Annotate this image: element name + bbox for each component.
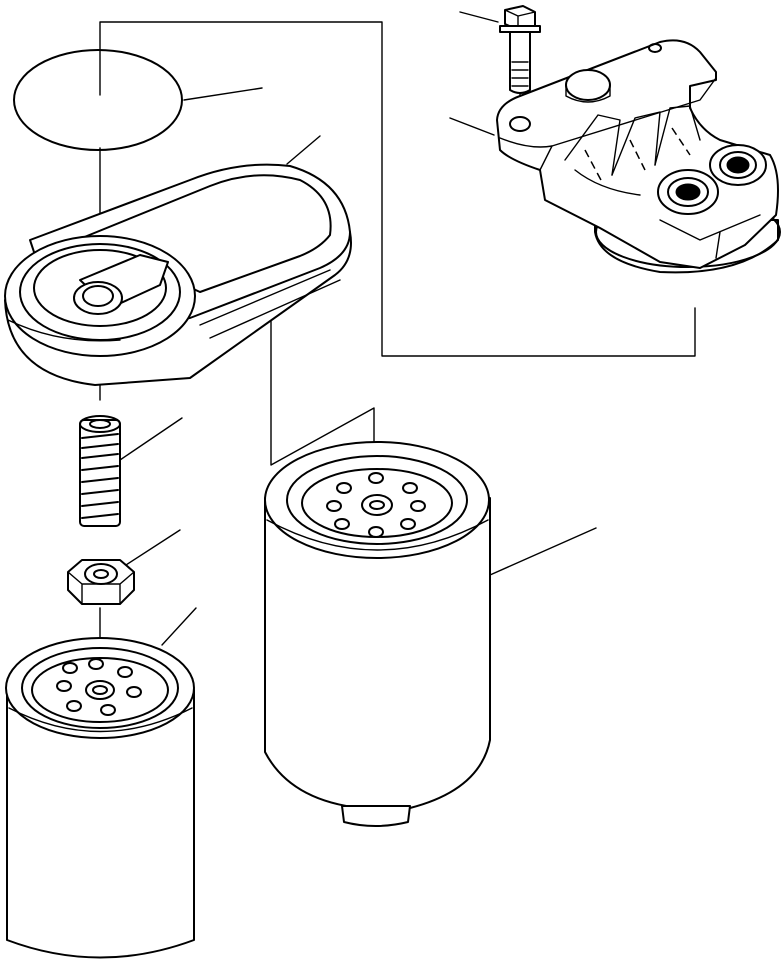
leader-lines xyxy=(119,11,597,646)
gasket xyxy=(13,49,183,151)
threaded-nipple xyxy=(79,415,121,527)
small-filter-cartridge xyxy=(5,637,195,959)
filter-bracket xyxy=(496,39,781,274)
large-filter-cartridge xyxy=(264,441,491,827)
hex-nut xyxy=(67,559,135,605)
mounting-bolt xyxy=(499,5,541,94)
filter-head-cover xyxy=(4,163,352,386)
